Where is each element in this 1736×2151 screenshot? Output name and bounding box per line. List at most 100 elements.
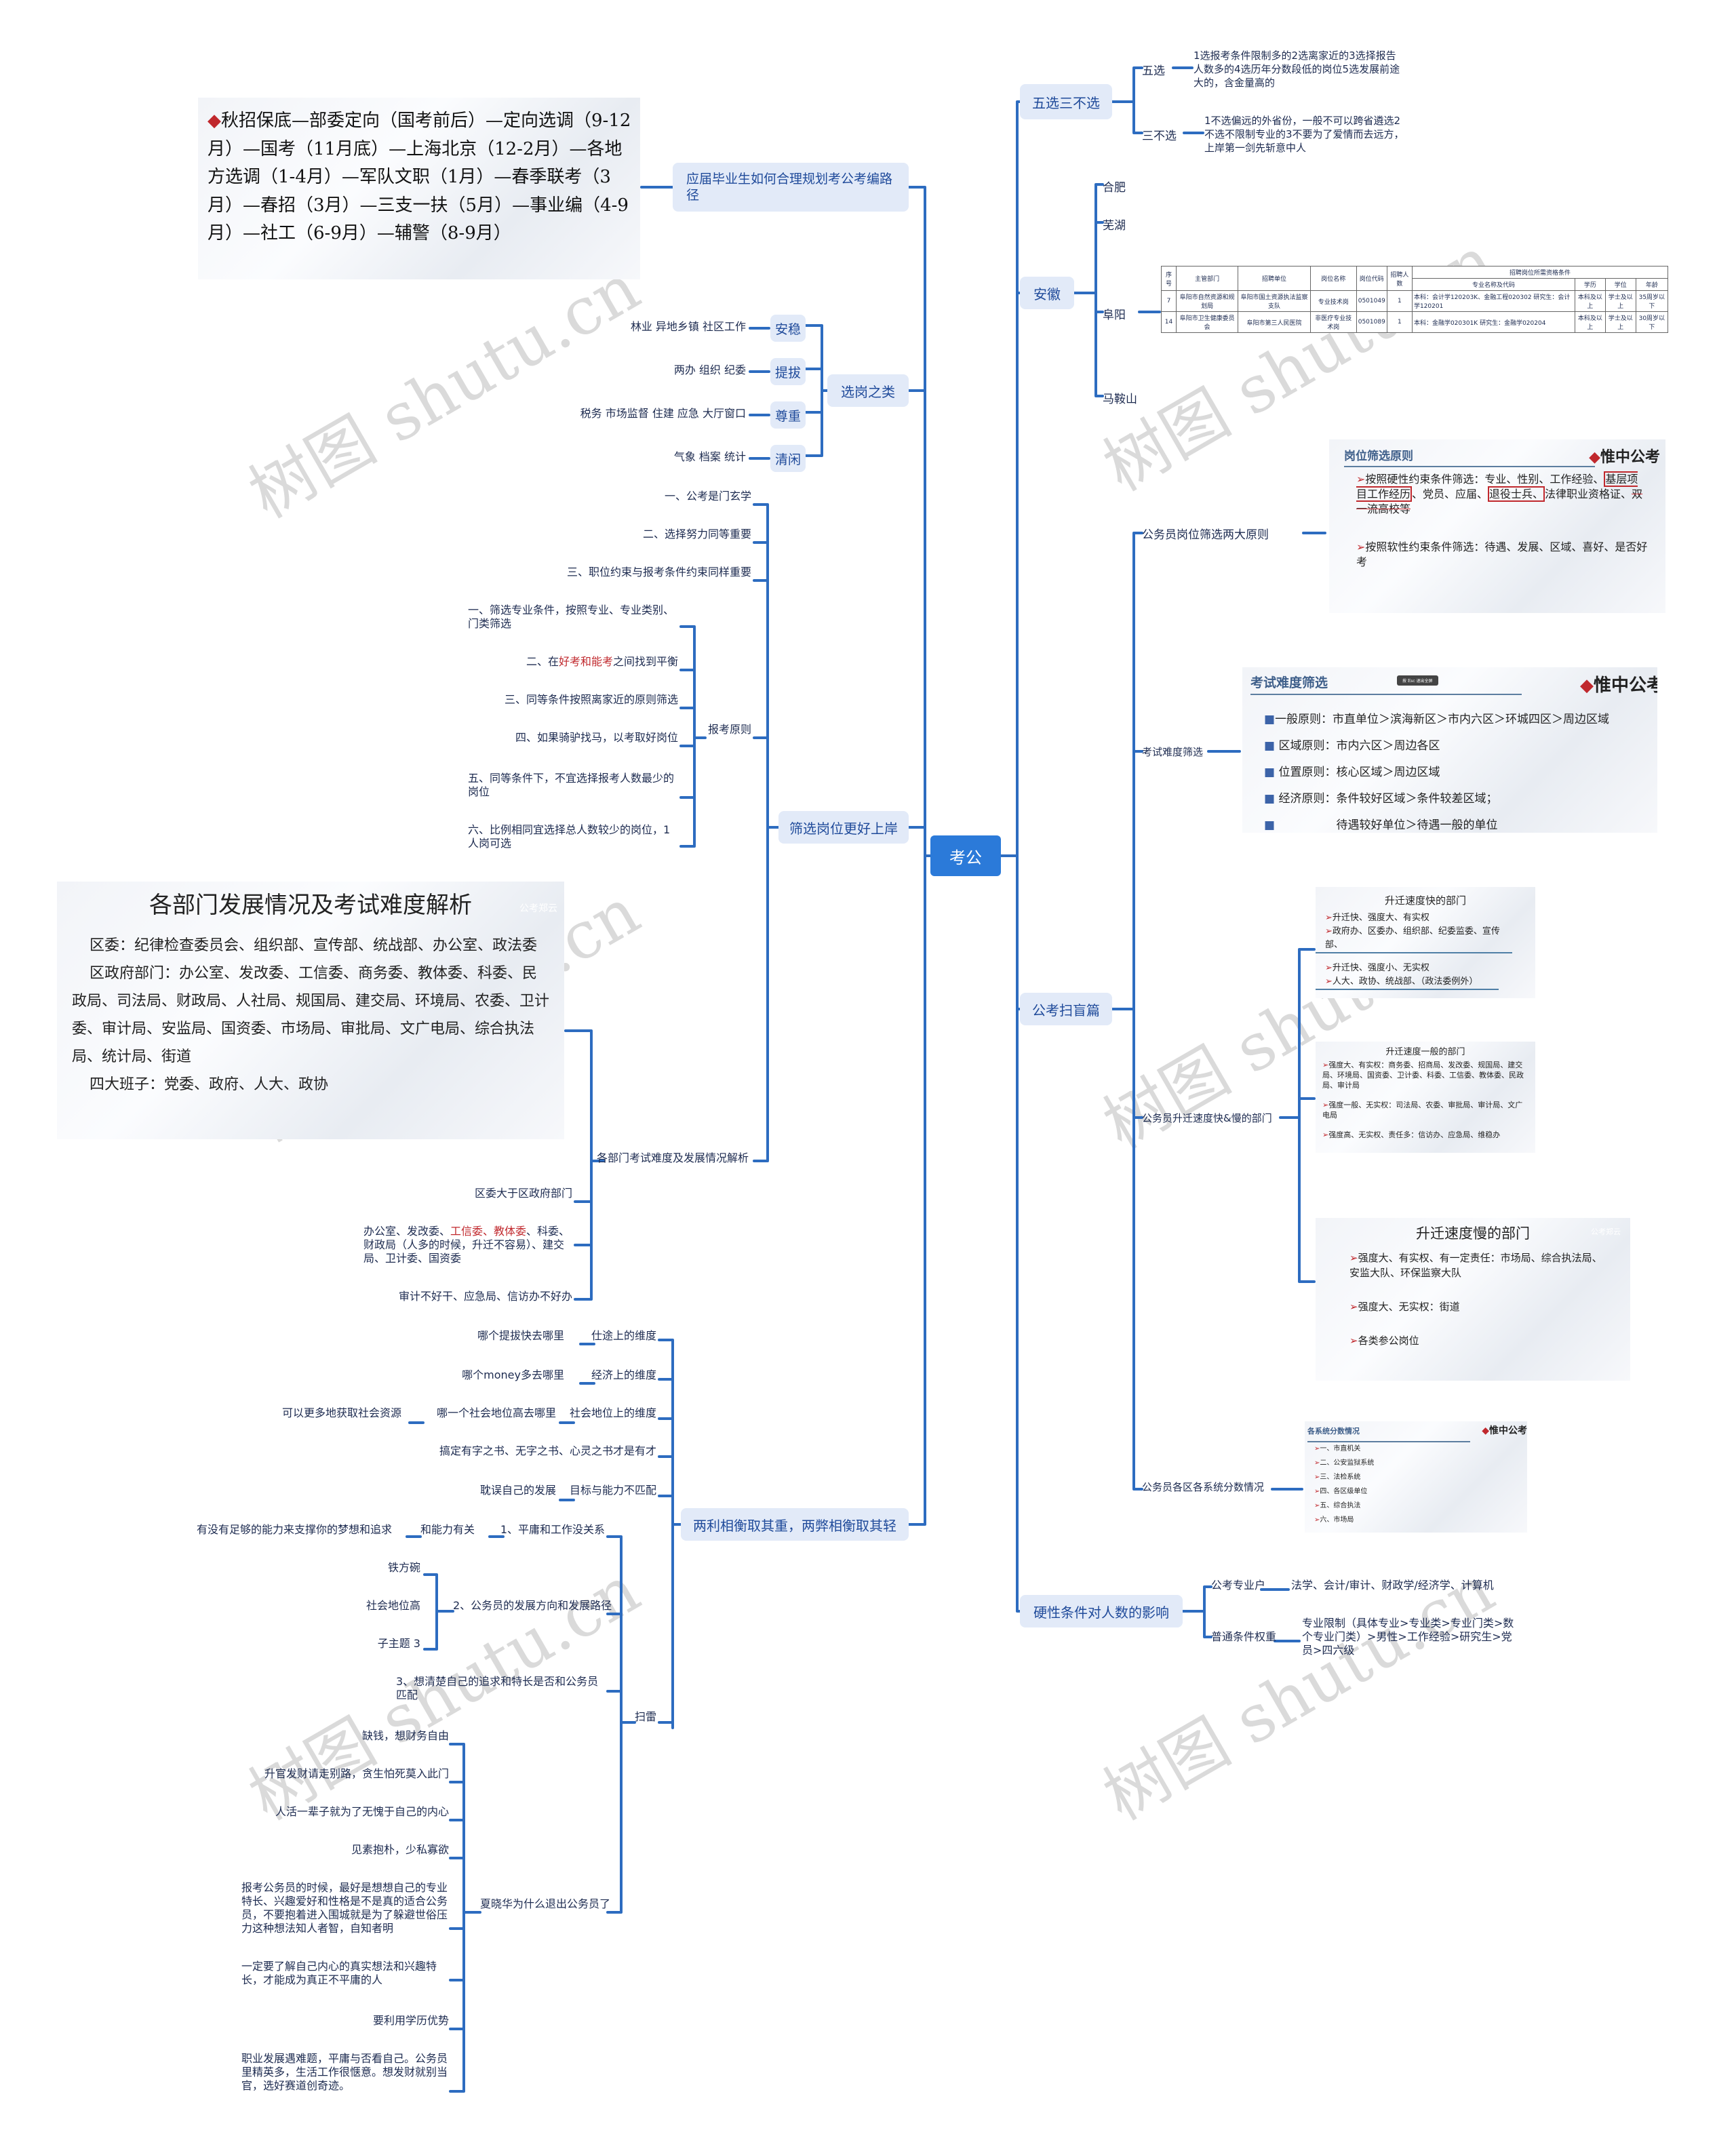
- node-saolei[interactable]: 扫雷: [635, 1710, 657, 1723]
- saolei-p1-mid[interactable]: 和能力有关: [420, 1523, 475, 1536]
- node-scores[interactable]: 公务员各区各系统分数情况: [1142, 1481, 1265, 1493]
- node-promotion[interactable]: 公务员升迁速度快&慢的部门: [1142, 1112, 1272, 1124]
- node-difficulty[interactable]: 考试难度筛选: [1142, 746, 1204, 758]
- node-leisure[interactable]: 清闲: [770, 445, 806, 472]
- node-liangli[interactable]: 两利相衡取其重，两弊相衡取其轻: [681, 1508, 909, 1541]
- principle-2[interactable]: 二、在好考和能考之间找到平衡: [526, 655, 678, 668]
- panel-line: 区委：纪律检查委员会、组织部、宣传部、统战部、办公室、政法委: [90, 937, 538, 954]
- xia-item[interactable]: 要利用学历优势: [372, 2014, 449, 2027]
- node-wuxuan-sanbuxuan[interactable]: 五选三不选: [1020, 84, 1112, 119]
- stable-text: 林业 异地乡镇 社区工作: [630, 320, 746, 333]
- saolei-p3[interactable]: 3、想清楚自己的追求和特长是否和公务员匹配: [396, 1675, 599, 1701]
- panel-line: 四大班子：党委、政府、人大、政协: [90, 1076, 329, 1093]
- dim-2-b[interactable]: 经济上的维度: [591, 1368, 656, 1381]
- th: 专业名称及代码: [1411, 278, 1575, 291]
- depts-panel: 各部门发展情况及考试难度解析 公考郑云 区委：纪律检查委员会、组织部、宣传部、统…: [57, 882, 564, 1139]
- p2-item-2[interactable]: 社会地位高: [366, 1599, 420, 1612]
- dim-5-a[interactable]: 耽误自己的发展: [479, 1484, 556, 1497]
- node-baokao-principles[interactable]: 报考原则: [707, 723, 751, 736]
- list-item: ➢一、市直机关: [1314, 1445, 1361, 1453]
- xia-item[interactable]: 人活一辈子就为了无愧于自己的内心: [275, 1805, 449, 1818]
- dept-item-2[interactable]: 办公室、发改委、工信委、教体委、科委、财政局（人多的时候，升迁不容易）、建交局、…: [363, 1225, 570, 1265]
- cell: 阜阳市第三人民医院: [1238, 311, 1311, 333]
- city-fuyang[interactable]: 阜阳: [1103, 309, 1126, 322]
- cell: 0501049: [1356, 290, 1387, 312]
- node-stable[interactable]: 安稳: [770, 315, 806, 342]
- city-wuhu[interactable]: 芜湖: [1103, 219, 1126, 233]
- panel-title: 各系统分数情况: [1307, 1424, 1470, 1442]
- cell: 阜阳市自然资源和规划局: [1176, 290, 1239, 312]
- node-plan-path[interactable]: 应届毕业生如何合理规划考公考编路径: [673, 163, 909, 212]
- principle-3[interactable]: 三、同等条件按照离家近的原则筛选: [504, 693, 678, 706]
- node-principles[interactable]: 公务员岗位筛选两大原则: [1142, 528, 1269, 542]
- saolei-p2[interactable]: 2、公务员的发展方向和发展路径: [453, 1599, 612, 1612]
- node-depts[interactable]: 各部门考试难度及发展情况解析: [596, 1151, 749, 1164]
- node-sanbuxuan[interactable]: 三不选: [1142, 130, 1177, 143]
- node-shaixuan[interactable]: 筛选岗位更好上岸: [778, 811, 909, 844]
- xia-item[interactable]: 升官发财请走别路，贪生怕死莫入此门: [264, 1767, 449, 1780]
- p2-item-1[interactable]: 铁方碗: [387, 1561, 420, 1574]
- brand-logo: ◆惟中公考: [1579, 675, 1657, 696]
- dept-item-1[interactable]: 区委大于区政府部门: [474, 1187, 572, 1200]
- respect-text: 税务 市场监督 住建 应急 大厅窗口: [580, 407, 746, 420]
- xia-item[interactable]: 报考公务员的时候，最好是想想自己的专业特长、兴趣爱好和性格是不是真的适合公务员，…: [241, 1881, 448, 1935]
- xia-item[interactable]: 一定要了解自己内心的真实想法和兴趣特长，才能成为真正不平庸的人: [241, 1960, 437, 1986]
- xia-item[interactable]: 缺钱，想财务自由: [361, 1729, 449, 1742]
- center-node[interactable]: 考公: [930, 835, 1001, 876]
- list-item: ➢升迁快、强度小、无实权: [1325, 963, 1429, 973]
- principle-4[interactable]: 四、如果骑驴找马，以考取好岗位: [515, 731, 678, 744]
- sanbuxuan-text: 1不选偏远的外省份，一般不可以跨省遴选2不选不限制专业的3不要为了爱情而去远方，…: [1204, 115, 1404, 154]
- item-2[interactable]: 二、选择努力同等重要: [642, 528, 751, 540]
- slow-promotion-panel: 升迁速度慢的部门 公考郑云 ➢强度大、有实权、有一定责任：市场局、综合执法局、安…: [1316, 1218, 1630, 1381]
- watermark: 树图 shutu.cn: [237, 249, 652, 533]
- panel-title: 升迁速度快的部门: [1384, 894, 1466, 907]
- node-hard-conditions[interactable]: 硬性条件对人数的影响: [1020, 1595, 1183, 1627]
- city-maanshan[interactable]: 马鞍山: [1103, 393, 1137, 406]
- node-promote[interactable]: 提拔: [770, 358, 806, 385]
- node-general-weight[interactable]: 普通条件权重: [1211, 1630, 1277, 1643]
- dim-5-b[interactable]: 目标与能力不匹配: [569, 1484, 656, 1497]
- node-wuxuan[interactable]: 五选: [1142, 64, 1165, 78]
- list-item: ■ 待遇较好单位＞待遇一般的单位: [1264, 818, 1498, 832]
- normal-promotion-panel: 升迁速度一般的部门 ➢强度大、有实权：商务委、招商局、发改委、规国局、建交局、环…: [1316, 1042, 1535, 1153]
- dim-1-b[interactable]: 仕途上的维度: [591, 1329, 656, 1342]
- hard-constraints: ➢按照硬性约束条件筛选：专业、性别、工作经验、基层项目工作经历、党员、应届、退役…: [1356, 471, 1643, 515]
- item-3[interactable]: 三、职位约束与报考条件约束同样重要: [566, 566, 751, 578]
- item-1[interactable]: 一、公考是门玄学: [664, 490, 751, 502]
- cell: 本科及以上: [1574, 290, 1606, 312]
- p2-item-3[interactable]: 子主题 3: [377, 1637, 420, 1650]
- dim-3-b[interactable]: 社会地位上的维度: [569, 1406, 656, 1419]
- th: 学位: [1604, 278, 1636, 291]
- dim-2-a[interactable]: 哪个money多去哪里: [462, 1368, 564, 1381]
- principle-1[interactable]: 一、筛选专业条件，按照专业、专业类别、门类筛选: [468, 604, 675, 630]
- th: 序号: [1160, 266, 1177, 291]
- watermark-mark: 公考郑云: [519, 903, 557, 914]
- cell: 本科及以上: [1574, 311, 1606, 333]
- dim-3-a[interactable]: 哪一个社会地位高去哪里: [436, 1406, 556, 1419]
- xia-item[interactable]: 见素抱朴，少私寡欲: [351, 1843, 449, 1856]
- saolei-p1[interactable]: 1、平庸和工作没关系: [500, 1523, 605, 1536]
- principle-5[interactable]: 五、同等条件下，不宜选择报考人数最少的岗位: [468, 772, 675, 798]
- dept-item-3[interactable]: 审计不好干、应急局、信访办不好办: [398, 1290, 572, 1303]
- dim-3-pre[interactable]: 可以更多地获取社会资源: [281, 1406, 401, 1419]
- list-item: ➢四、各区级单位: [1314, 1488, 1368, 1495]
- leisure-text: 气象 档案 统计: [673, 450, 746, 463]
- node-xia[interactable]: 夏晓华为什么退出公务员了: [480, 1897, 611, 1910]
- major-list-text: 法学、会计/审计、财政学/经济学、计算机: [1291, 1579, 1494, 1592]
- cell: 0501089: [1356, 311, 1387, 333]
- node-anhui[interactable]: 安徽: [1020, 277, 1074, 309]
- node-respect[interactable]: 尊重: [770, 401, 806, 429]
- list-item: ■ 经济原则：条件较好区域＞条件较差区域；: [1264, 792, 1498, 806]
- principle-6[interactable]: 六、比例相同宜选择总人数较少的岗位，1人岗可选: [468, 823, 671, 850]
- saolei-p1-leaf[interactable]: 有没有足够的能力来支撑你的梦想和追求: [196, 1523, 392, 1536]
- list-item: ➢强度高、无实权、责任多：信访办、应急局、维稳办: [1322, 1130, 1501, 1139]
- node-saomang[interactable]: 公考扫盲篇: [1020, 993, 1112, 1025]
- node-xuangang[interactable]: 选岗之类: [827, 374, 909, 407]
- dim-4[interactable]: 搞定有字之书、无字之书、心灵之书才是有才: [439, 1444, 656, 1457]
- city-hefei[interactable]: 合肥: [1103, 181, 1126, 195]
- plan-timeline: ◆秋招保底—部委定向（国考前后）—定向选调（9-12月）—国考（11月底）—上海…: [208, 111, 631, 243]
- list-item: ➢六、市场局: [1314, 1516, 1354, 1524]
- dim-1-a[interactable]: 哪个提拔快去哪里: [477, 1329, 564, 1342]
- node-major-household[interactable]: 公考专业户: [1211, 1579, 1266, 1592]
- xia-item[interactable]: 职业发展遇难题，平庸与否看自己。公务员里精英多，生活工作很惬意。想发财就别当官，…: [241, 2052, 448, 2092]
